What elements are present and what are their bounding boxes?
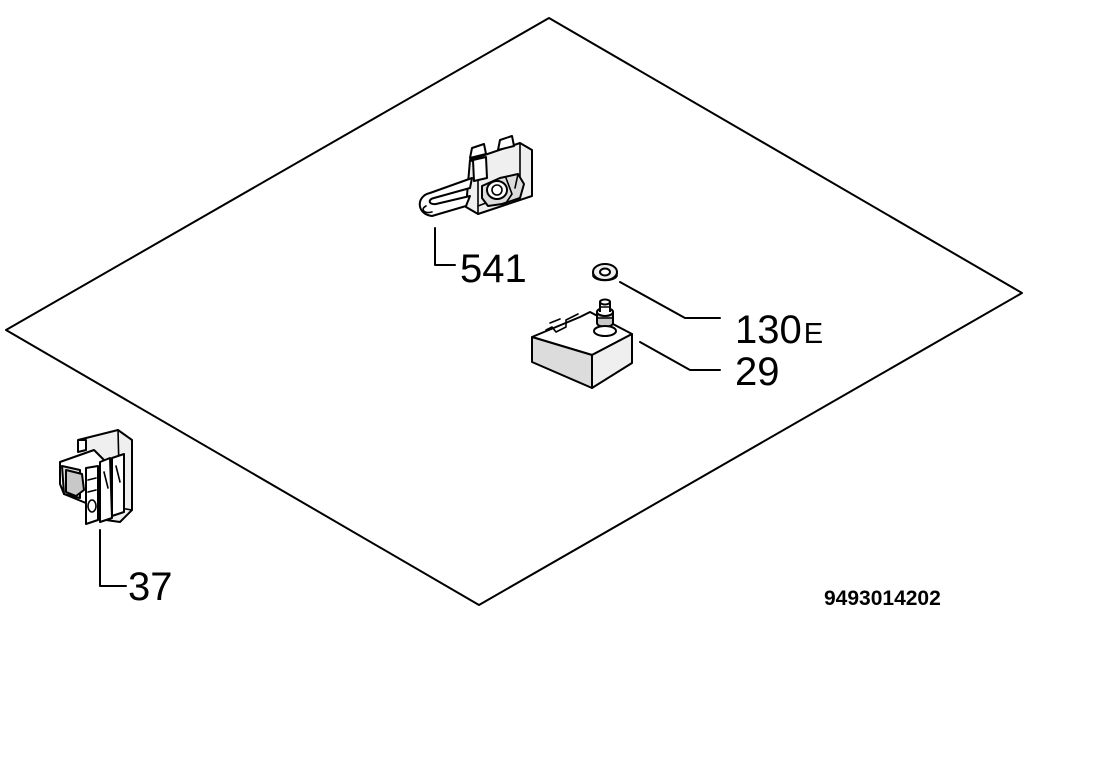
callout-130e: 130E — [735, 308, 823, 352]
callout-29: 29 — [735, 350, 780, 394]
leader-line-130e — [619, 281, 721, 319]
callout-541: 541 — [460, 247, 527, 291]
part-541-component — [418, 135, 533, 217]
leader-line-29 — [639, 341, 721, 371]
base-panel — [5, 17, 1023, 606]
callout-37: 37 — [128, 565, 173, 609]
leader-line-37 — [99, 529, 127, 587]
part-130e-component — [592, 263, 618, 282]
part-37-component — [59, 429, 133, 525]
drawing-code: 9493014202 — [824, 587, 941, 610]
leader-line-541 — [434, 227, 456, 266]
part-29-component — [531, 298, 633, 389]
callout-130e-suffix: E — [804, 318, 823, 350]
callout-130e-number: 130 — [735, 308, 802, 352]
